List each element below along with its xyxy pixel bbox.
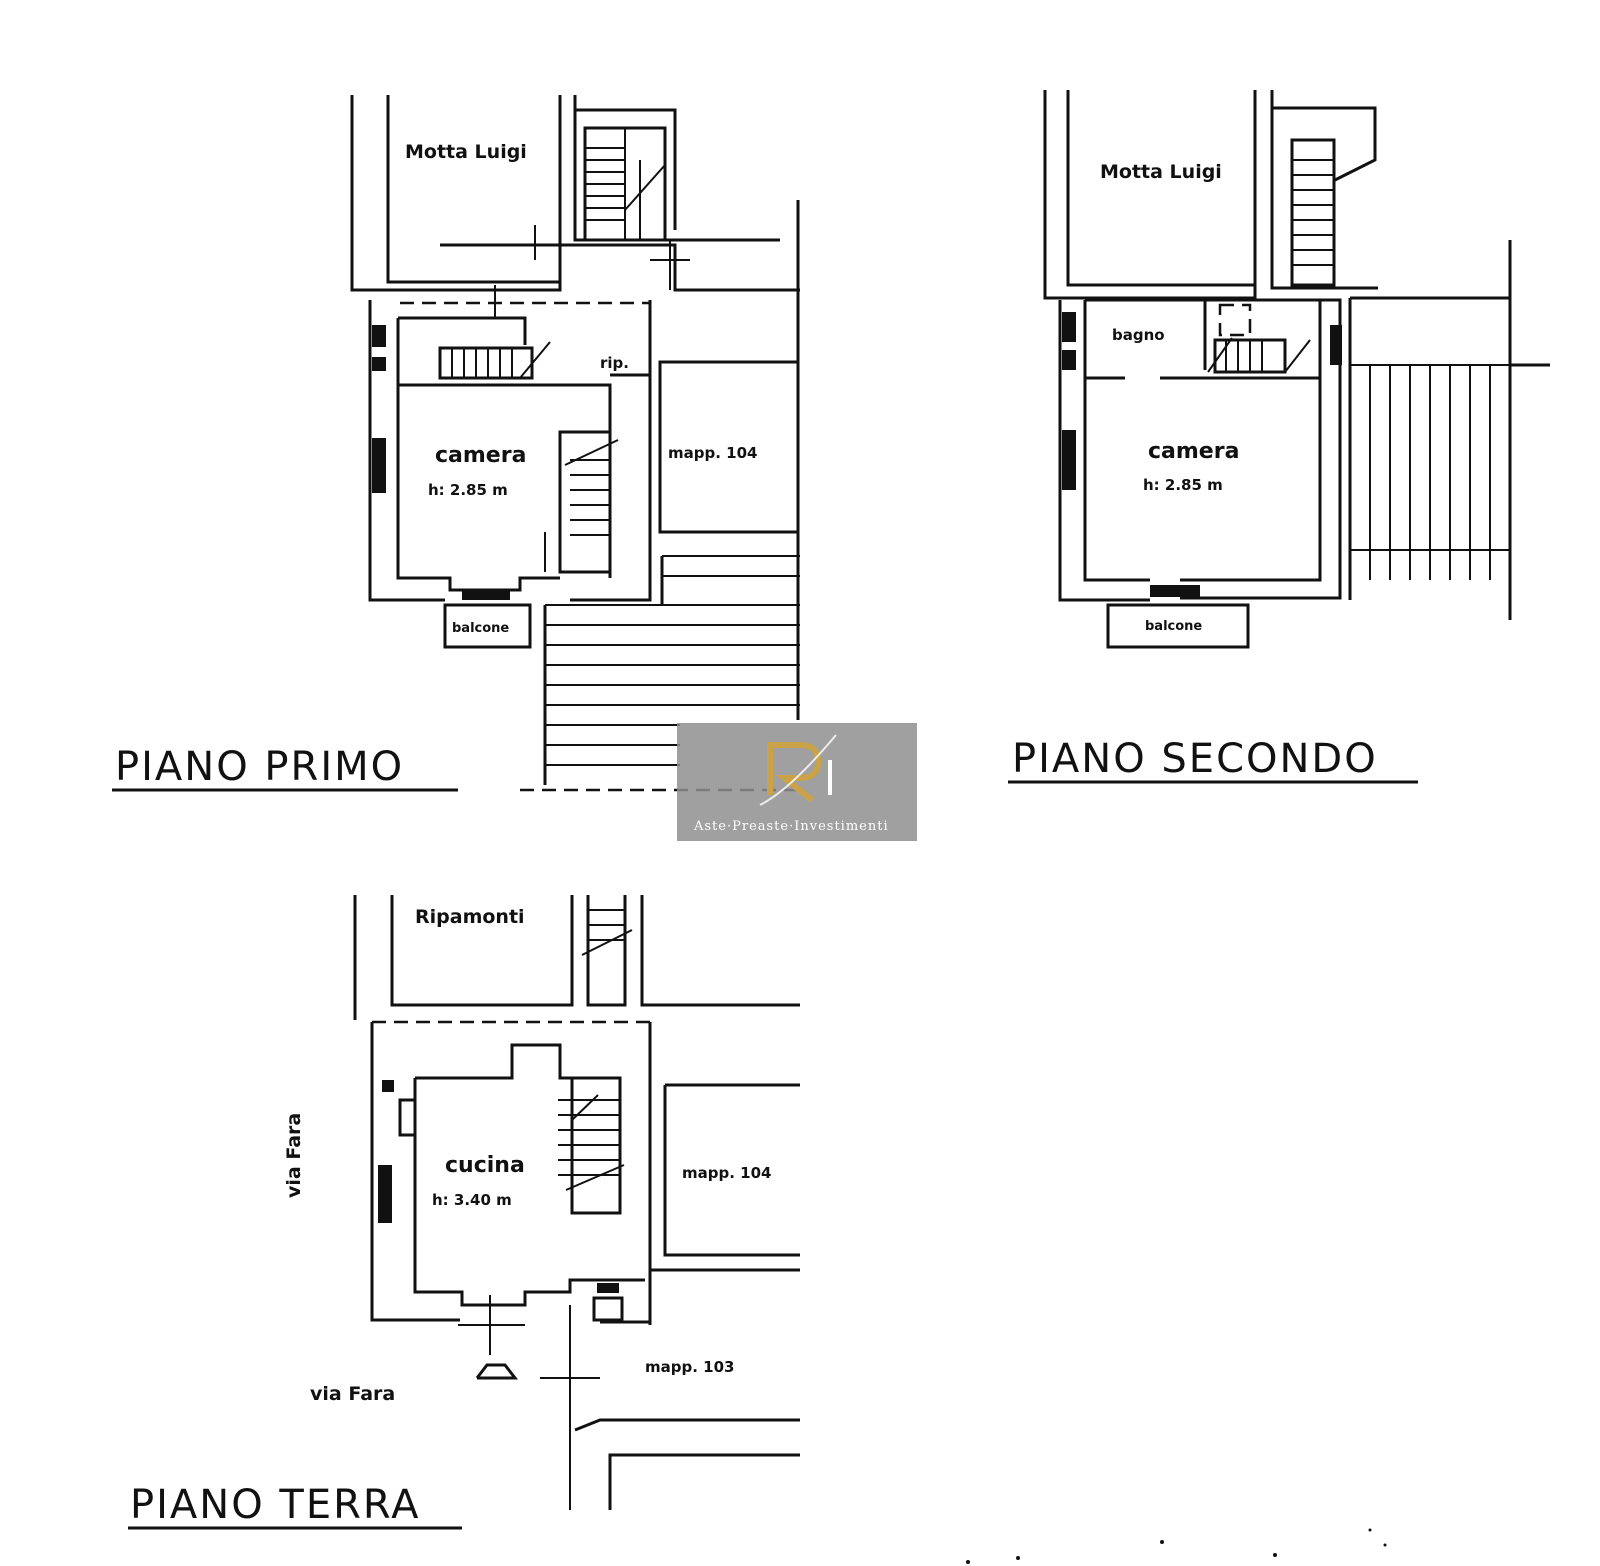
height-label-secondo: h: 2.85 m	[1143, 476, 1223, 494]
room-label-secondo: camera	[1148, 439, 1239, 464]
height-label-terra: h: 3.40 m	[432, 1191, 512, 1209]
parcel-east-label-terra: mapp. 104	[682, 1164, 771, 1182]
stairs-primo-top	[585, 128, 666, 240]
floor-plan-piano-terra: Ripamonti cucina h: 3.40 m mapp. 104 map…	[128, 895, 800, 1530]
courtyard-hatching-secondo	[1348, 240, 1550, 620]
floor-plan-piano-primo: Motta Luigi rip. camera h: 2.85 m mapp. …	[112, 95, 800, 792]
watermark-logo-icon	[759, 734, 837, 806]
watermark-text: Aste·Preaste·Investimenti	[693, 819, 889, 834]
bath-label-secondo: bagno	[1112, 326, 1165, 344]
street-south-label-terra: via Fara	[310, 1383, 395, 1405]
stairs-terra-inner	[558, 1076, 625, 1215]
neighbor-label-secondo: Motta Luigi	[1100, 161, 1222, 183]
stairs-secondo-top	[1290, 138, 1336, 287]
floor-title-secondo: PIANO SECONDO	[1012, 736, 1378, 782]
balcony-label-secondo: balcone	[1145, 619, 1202, 634]
neighbor-label-terra: Ripamonti	[415, 906, 525, 928]
room-label-primo: camera	[435, 443, 526, 468]
storage-label-primo: rip.	[600, 354, 629, 372]
parcel-south-label-terra: mapp. 103	[645, 1358, 734, 1376]
scan-specks	[966, 1528, 1387, 1564]
height-label-primo: h: 2.85 m	[428, 481, 508, 499]
room-label-terra: cucina	[445, 1153, 525, 1178]
floor-title-primo: PIANO PRIMO	[115, 744, 404, 790]
neighbor-label-primo: Motta Luigi	[405, 141, 527, 163]
floor-plan-piano-secondo: Motta Luigi bagno camera h: 2.85 m balco…	[1008, 90, 1550, 784]
balcony-label-primo: balcone	[452, 621, 509, 636]
stairs-primo-lower	[544, 430, 619, 574]
stairs-terra-top	[581, 909, 633, 956]
stairs-secondo-inner	[1207, 337, 1311, 374]
stairs-primo-upper	[438, 341, 551, 380]
watermark: Aste·Preaste·Investimenti	[677, 723, 917, 841]
floor-title-terra: PIANO TERRA	[130, 1482, 420, 1528]
street-west-label-terra: via Fara	[283, 1113, 305, 1198]
parcel-label-primo: mapp. 104	[668, 444, 757, 462]
